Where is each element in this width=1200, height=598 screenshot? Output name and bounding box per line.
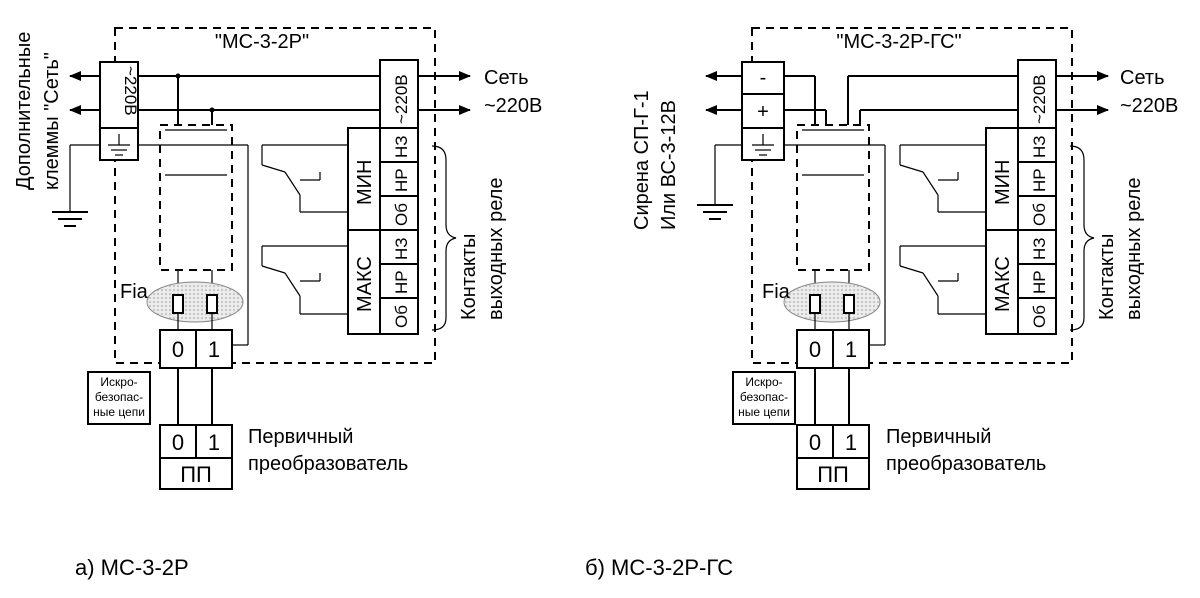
relay-contact-min <box>899 144 986 213</box>
terminal-0: 0 <box>809 337 821 362</box>
device-enclosure <box>751 27 1073 364</box>
network-label-line2: ~220В <box>1120 95 1178 117</box>
relay-max-label: МАКС <box>354 256 376 312</box>
left-terminal-label: ~220В <box>121 66 140 116</box>
terminal-0: 0 <box>172 337 184 362</box>
relay-contact-max <box>261 245 348 315</box>
fia-zone <box>146 281 244 323</box>
contact-nr-min: НР <box>392 168 411 192</box>
left-label-line2: клеммы "Сеть" <box>41 52 63 190</box>
spark-safe-box <box>732 371 796 425</box>
relay-max-box <box>985 229 1019 335</box>
relay-min-box <box>347 127 381 231</box>
relay-max-box <box>347 229 381 335</box>
diagram-a: "МС-3-2Р" Дополнительные клеммы "Сеть" ~… <box>13 27 542 580</box>
relay-contact-max <box>899 245 986 315</box>
contacts-brace <box>1069 145 1095 331</box>
device-title: "МС-3-2Р-ГС" <box>836 31 961 53</box>
relay-contact-min <box>261 144 348 213</box>
relay-min-label: МИН <box>354 160 376 205</box>
left-label-line1: Дополнительные <box>13 32 35 190</box>
fia-label: Fia <box>120 281 149 303</box>
contact-nz-min: НЗ <box>392 135 411 158</box>
contacts-label-line1: Контакты <box>458 234 480 320</box>
pp-terminal-0: 0 <box>809 430 821 455</box>
contact-nz-max: НЗ <box>1030 237 1049 260</box>
fia-zone <box>783 281 881 323</box>
device-title: "МС-3-2Р" <box>215 31 309 53</box>
spark-safe-box <box>87 371 151 425</box>
spark-safe-line1: Искро- <box>100 375 137 389</box>
pp-label: ПП <box>817 462 849 487</box>
contact-ob-min: Об <box>1030 203 1049 226</box>
contacts-brace <box>431 145 457 331</box>
minus-terminal: - <box>760 67 767 89</box>
left-label-line1: Сирена СП-Г-1 <box>631 90 653 230</box>
ground-symbol-inner <box>108 134 130 156</box>
device-enclosure <box>114 27 436 364</box>
primary-label-line1: Первичный <box>886 426 991 448</box>
pp-terminal-1: 1 <box>845 430 857 455</box>
inner-module <box>796 124 870 271</box>
supply-terminal: ~220В <box>1030 74 1049 124</box>
contacts-label-line2: выходных реле <box>485 178 507 320</box>
terminal-1: 1 <box>208 337 220 362</box>
diagram-b: "МС-3-2Р-ГС" Сирена СП-Г-1 Или ВС-3-12В … <box>585 27 1178 580</box>
contact-ob-min: Об <box>392 203 411 226</box>
primary-label-line2: преобразователь <box>886 453 1046 475</box>
caption-a: а) МС-3-2Р <box>75 555 189 580</box>
contact-nz-min: НЗ <box>1030 135 1049 158</box>
supply-terminal: ~220В <box>392 74 411 124</box>
plus-terminal: + <box>757 101 769 123</box>
network-label-line1: Сеть <box>1120 67 1164 89</box>
primary-label-line2: преобразователь <box>248 453 408 475</box>
spark-safe-line2: безопас- <box>740 390 788 404</box>
contact-nz-max: НЗ <box>392 237 411 260</box>
relay-max-label: МАКС <box>992 256 1014 312</box>
pp-terminal-0: 0 <box>172 430 184 455</box>
contact-ob-max: Об <box>1030 305 1049 328</box>
left-label-line2: Или ВС-3-12В <box>658 100 680 230</box>
inner-module <box>159 124 233 271</box>
fia-label: Fia <box>762 281 791 303</box>
caption-b: б) МС-3-2Р-ГС <box>585 555 733 580</box>
relay-min-label: МИН <box>992 160 1014 205</box>
network-label-line1: Сеть <box>484 67 528 89</box>
contact-nr-max: НР <box>392 270 411 294</box>
network-label-line2: ~220В <box>484 95 542 117</box>
ground-symbol-inner <box>752 134 774 156</box>
spark-safe-line1: Искро- <box>745 375 782 389</box>
contact-nr-min: НР <box>1030 168 1049 192</box>
relay-min-box <box>985 127 1019 231</box>
contacts-label-line1: Контакты <box>1096 234 1118 320</box>
pp-terminal-1: 1 <box>208 430 220 455</box>
contact-ob-max: Об <box>392 305 411 328</box>
spark-safe-line3: ные цепи <box>93 405 145 419</box>
terminal-1: 1 <box>845 337 857 362</box>
spark-safe-line3: ные цепи <box>738 405 790 419</box>
pp-label: ПП <box>180 462 212 487</box>
contact-nr-max: НР <box>1030 270 1049 294</box>
spark-safe-line2: безопас- <box>95 390 143 404</box>
primary-label-line1: Первичный <box>248 426 353 448</box>
contacts-label-line2: выходных реле <box>1123 178 1145 320</box>
